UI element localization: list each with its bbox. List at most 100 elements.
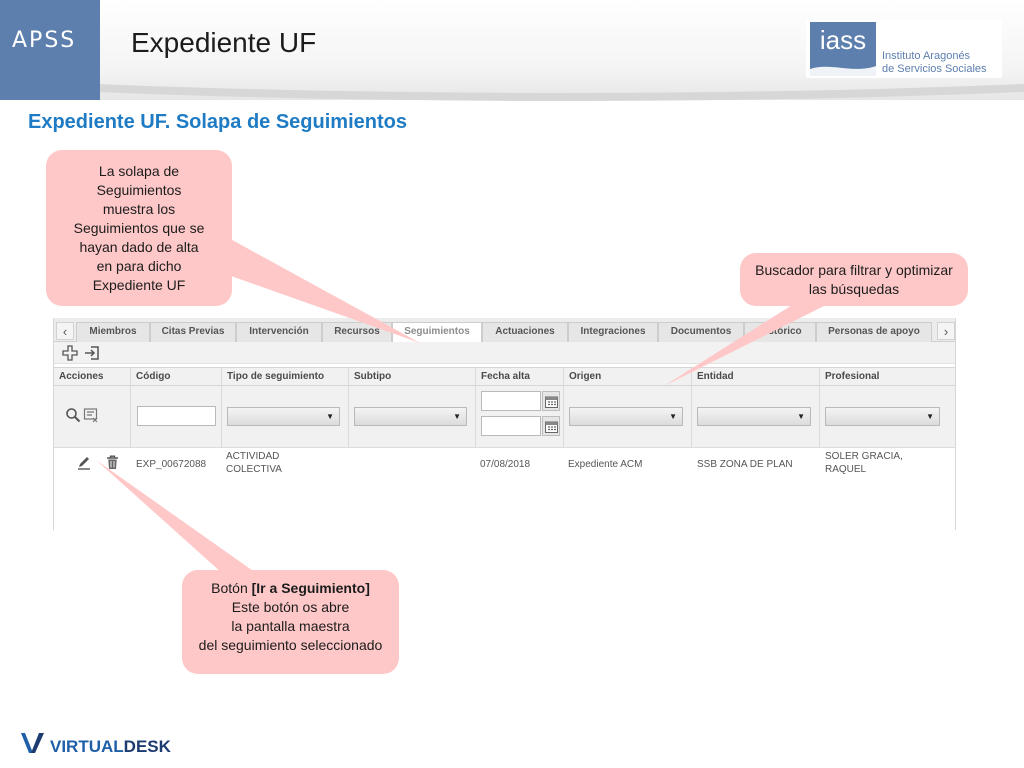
filter-cell-profesional: ▼ <box>819 386 955 448</box>
slide-title: Expediente UF. Solapa de Seguimientos <box>28 111 407 133</box>
callout-seguimientos: La solapa de Seguimientos muestra los Se… <box>46 150 232 306</box>
filter-cell-origen: ▼ <box>563 386 691 448</box>
tab-documentos[interactable]: Documentos <box>658 322 744 342</box>
trash-icon[interactable] <box>106 455 119 470</box>
filter-cell-fecha-alta <box>475 386 563 448</box>
tab-historico[interactable]: Histórico <box>744 322 816 342</box>
cell-fecha-alta: 07/08/2018 <box>480 459 531 470</box>
tipo-seguimiento-select[interactable]: ▼ <box>227 407 340 426</box>
callout-seguimientos-line: muestra los <box>102 201 176 217</box>
iass-org-name: Instituto Aragonés de Servicios Sociales <box>882 50 987 76</box>
tab-bar: ‹ Miembros Citas Previas Intervención Re… <box>54 318 955 343</box>
callout-boton-line: del seguimiento seleccionado <box>198 637 383 653</box>
cell-origen: Expediente ACM <box>568 459 643 470</box>
cell-profesional: SOLER GRACIA, RAQUEL <box>825 450 903 476</box>
filter-cell-acciones <box>54 386 130 448</box>
virtualdesk-wordmark: VIRTUALDESK <box>50 737 171 757</box>
callout-boton-line: Este botón os abre <box>231 599 350 615</box>
callout-seguimientos-line: Seguimientos que se <box>73 220 205 236</box>
filter-cell-subtipo: ▼ <box>348 386 475 448</box>
fecha-hasta-input[interactable] <box>481 416 541 436</box>
cell-codigo: EXP_00672088 <box>136 459 207 470</box>
column-header-profesional[interactable]: Profesional <box>819 368 955 386</box>
apss-label: APSS <box>12 28 77 53</box>
chevron-down-icon: ▼ <box>926 412 934 421</box>
callout-buscador-line: las búsquedas <box>808 281 900 297</box>
add-icon[interactable] <box>62 345 78 361</box>
cell-tipo-line1: ACTIVIDAD <box>226 451 280 462</box>
filter-row: ▼ ▼ <box>54 386 955 448</box>
callout-boton-line: la pantalla maestra <box>231 618 350 634</box>
cell-tipo-seguimiento: ACTIVIDAD COLECTIVA <box>226 450 282 476</box>
column-header-fecha-alta[interactable]: Fecha alta <box>475 368 563 386</box>
tab-scroll-right-button[interactable]: › <box>937 322 955 340</box>
cell-entidad: SSB ZONA DE PLAN <box>697 459 793 470</box>
iass-logo: iass <box>810 22 876 76</box>
toolbar <box>54 342 955 364</box>
iass-logo-text: iass <box>819 25 867 55</box>
tab-seguimientos[interactable]: Seguimientos <box>392 322 482 343</box>
tab-personas-de-apoyo[interactable]: Personas de apoyo <box>816 322 932 342</box>
iass-org-line2: de Servicios Sociales <box>882 63 987 75</box>
callout-buscador-line: Buscador para filtrar y optimizar <box>755 262 953 278</box>
tab-recursos[interactable]: Recursos <box>322 322 392 342</box>
chevron-down-icon: ▼ <box>797 412 805 421</box>
callout-seguimientos-line: en para dicho <box>96 258 182 274</box>
fecha-desde-input[interactable] <box>481 391 541 411</box>
calendar-from-button[interactable] <box>542 391 560 411</box>
apss-logo: APSS <box>0 0 100 100</box>
column-header-tipo-de-seguimiento[interactable]: Tipo de seguimiento <box>221 368 348 386</box>
subtipo-select[interactable]: ▼ <box>354 407 467 426</box>
clear-filter-icon[interactable] <box>83 407 99 423</box>
profesional-select[interactable]: ▼ <box>825 407 940 426</box>
callout-buscador: Buscador para filtrar y optimizar las bú… <box>740 253 968 306</box>
callout-boton: Botón [Ir a Seguimiento] Este botón os a… <box>182 570 399 674</box>
iass-logo-block: iass Instituto Aragonés de Servicios Soc… <box>806 20 1002 78</box>
tab-miembros[interactable]: Miembros <box>76 322 150 342</box>
column-header-entidad[interactable]: Entidad <box>691 368 819 386</box>
cell-profesional-line2: RAQUEL <box>825 464 867 475</box>
table-row[interactable]: EXP_00672088 ACTIVIDAD COLECTIVA 07/08/2… <box>54 448 955 486</box>
column-header-codigo[interactable]: Código <box>130 368 221 386</box>
calendar-icon <box>545 396 558 408</box>
tab-citas-previas[interactable]: Citas Previas <box>150 322 236 342</box>
calendar-to-button[interactable] <box>542 416 560 436</box>
column-header-acciones[interactable]: Acciones <box>59 371 104 382</box>
callout-boton-name: [Ir a Seguimiento] <box>251 580 370 596</box>
iass-org-line1: Instituto Aragonés <box>882 50 971 62</box>
page-title: Expediente UF <box>131 27 317 58</box>
filter-cell-entidad: ▼ <box>691 386 819 448</box>
iass-wave <box>810 66 876 76</box>
tab-scroll-left-button[interactable]: ‹ <box>56 322 74 340</box>
virtualdesk-v-icon <box>21 733 44 753</box>
virtualdesk-desk: DESK <box>123 737 171 756</box>
callout-seguimientos-line: La solapa de <box>98 163 180 179</box>
filter-cell-codigo <box>130 386 221 448</box>
tab-intervencion[interactable]: Intervención <box>236 322 322 342</box>
callout-boton-prefix: Botón <box>211 580 252 596</box>
column-header-subtipo[interactable]: Subtipo <box>348 368 475 386</box>
grid-header: Acciones Código Tipo de seguimiento Subt… <box>54 367 955 386</box>
origen-select[interactable]: ▼ <box>569 407 683 426</box>
callout-seguimientos-line: hayan dado de alta <box>79 239 199 255</box>
chevron-down-icon: ▼ <box>326 412 334 421</box>
import-icon[interactable] <box>84 345 100 361</box>
entidad-select[interactable]: ▼ <box>697 407 811 426</box>
codigo-filter-input[interactable] <box>137 406 216 426</box>
tab-integraciones[interactable]: Integraciones <box>568 322 658 342</box>
cell-profesional-line1: SOLER GRACIA, <box>825 451 903 462</box>
callout-boton-title: Botón [Ir a Seguimiento] <box>186 579 395 598</box>
calendar-icon <box>545 421 558 433</box>
app-window: ‹ Miembros Citas Previas Intervención Re… <box>53 318 956 530</box>
callout-seguimientos-line: Expediente UF <box>92 277 186 293</box>
chevron-down-icon: ▼ <box>453 412 461 421</box>
cell-tipo-line2: COLECTIVA <box>226 464 282 475</box>
edit-pencil-icon[interactable] <box>77 455 92 470</box>
column-header-origen[interactable]: Origen <box>563 368 691 386</box>
chevron-down-icon: ▼ <box>669 412 677 421</box>
virtualdesk-virtual: VIRTUAL <box>50 737 124 756</box>
tab-actuaciones[interactable]: Actuaciones <box>482 322 568 342</box>
header-swoosh <box>96 84 1024 101</box>
search-icon[interactable] <box>65 407 81 423</box>
callout-seguimientos-line: Seguimientos <box>96 182 182 198</box>
